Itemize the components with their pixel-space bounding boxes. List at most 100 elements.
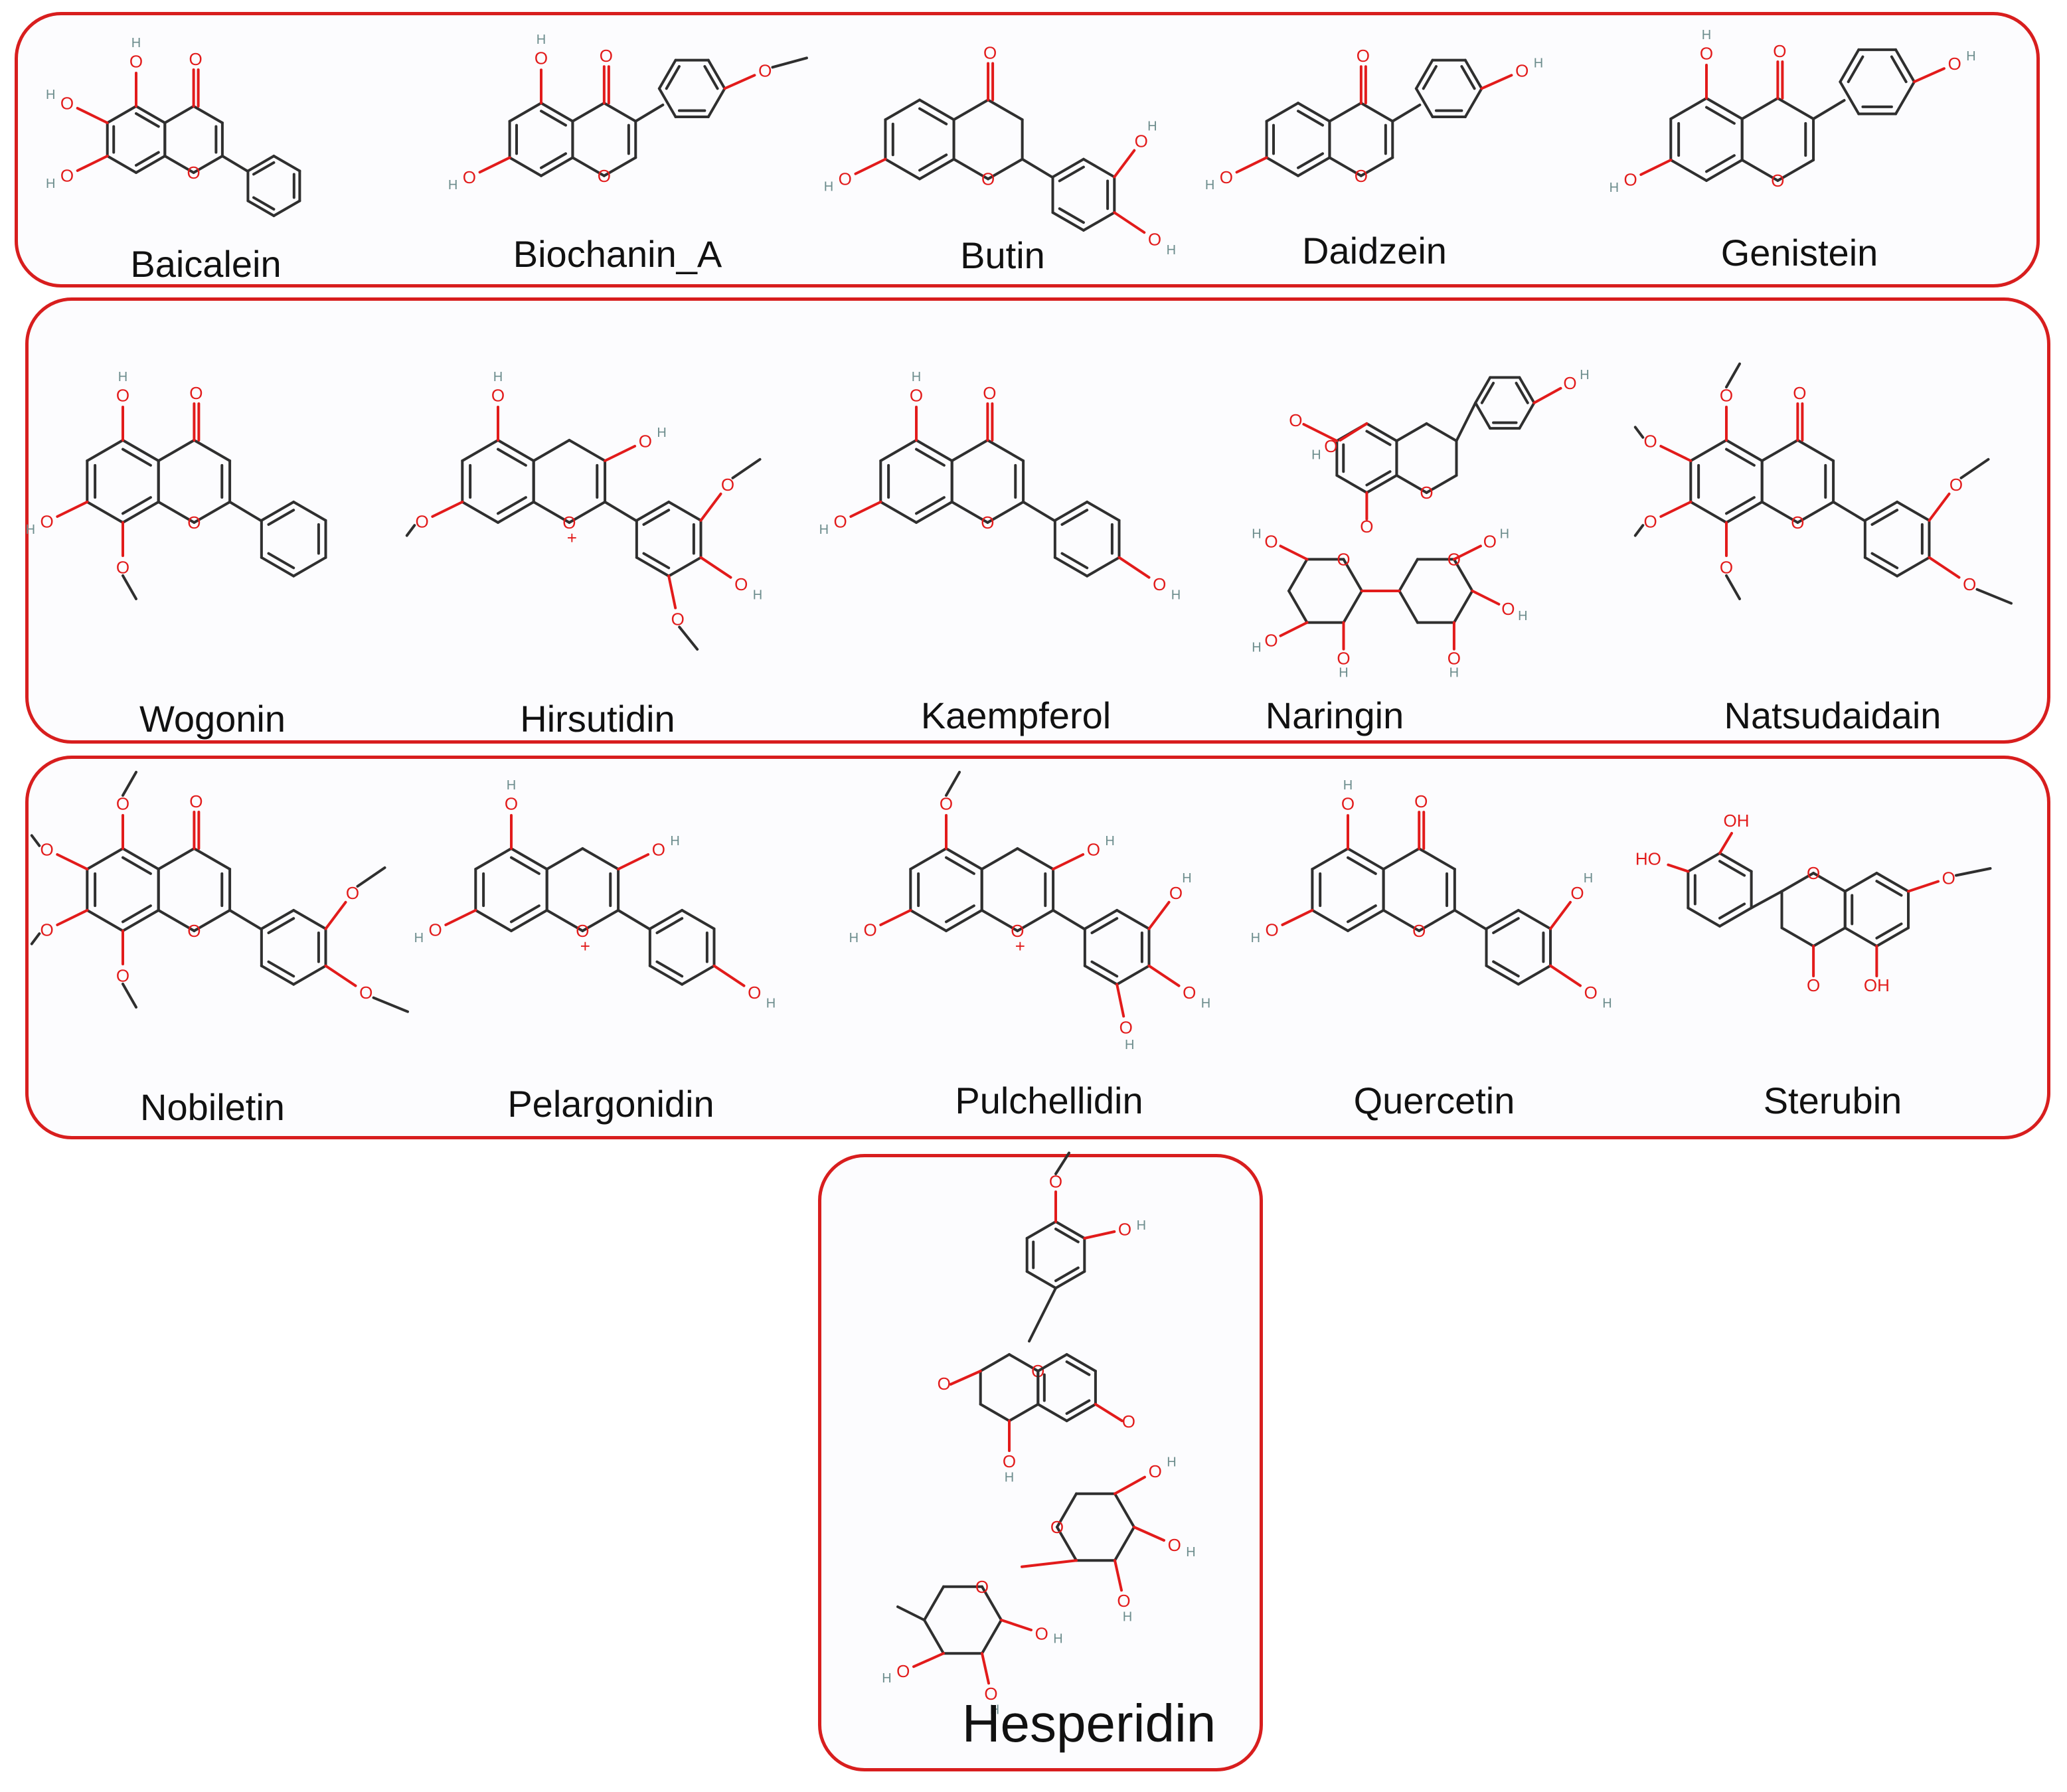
bond: [1054, 1151, 1070, 1175]
atom-label: +: [1015, 936, 1025, 956]
bond: [86, 847, 124, 870]
atom-label: O: [1148, 230, 1161, 250]
bond: [1894, 80, 1916, 116]
bond: [1485, 964, 1520, 986]
bond: [1147, 964, 1181, 987]
atom-label: O: [491, 386, 505, 406]
bond: [56, 853, 89, 870]
bond: [642, 552, 671, 570]
atom-label: O: [1412, 921, 1426, 941]
atom-label: O: [983, 42, 997, 62]
bond: [135, 155, 167, 174]
bond: [1776, 159, 1815, 182]
bond: [979, 1403, 1011, 1422]
bond: [1094, 1403, 1123, 1422]
bond: [1060, 509, 1089, 527]
group-2-frame: [25, 297, 2050, 744]
atom-label: O: [639, 431, 652, 451]
atom-label: H: [1449, 666, 1459, 681]
atom-label: O: [1360, 517, 1373, 536]
atom-label: H: [1186, 1545, 1195, 1560]
atom-label: O: [116, 794, 129, 814]
bond: [1022, 501, 1056, 522]
compound-name: Pulchellidin: [955, 1080, 1143, 1121]
bond: [1725, 574, 1741, 600]
bond: [267, 552, 295, 570]
bond: [1065, 1353, 1097, 1372]
atom-label: H: [1137, 1218, 1146, 1233]
atom-label: O: [1793, 383, 1806, 403]
bond: [950, 501, 989, 524]
atom-label: O: [1119, 1017, 1133, 1037]
bond: [667, 556, 703, 578]
bond: [532, 501, 571, 524]
bond: [635, 556, 671, 578]
bond: [1090, 917, 1119, 935]
bond: [1235, 156, 1268, 174]
bond: [1455, 401, 1477, 442]
atom-label: O: [833, 512, 847, 532]
bond: [568, 439, 607, 462]
bond: [292, 964, 327, 986]
bond: [497, 439, 535, 462]
bond: [923, 1619, 945, 1655]
atom-label: O: [116, 386, 129, 406]
bond: [86, 909, 124, 932]
bond: [135, 105, 167, 124]
atom-label: O: [1807, 863, 1820, 883]
bond: [1051, 211, 1085, 232]
bond: [540, 110, 567, 127]
bond: [731, 457, 762, 479]
bond: [1328, 156, 1363, 177]
bond: [1839, 80, 1860, 116]
compound-name: Pelargonidin: [507, 1083, 714, 1125]
bond: [1725, 439, 1764, 462]
bond: [642, 509, 671, 527]
bond: [192, 155, 224, 174]
bond: [1863, 556, 1899, 578]
bond: [497, 496, 527, 515]
bond: [1870, 509, 1899, 527]
compound-name: Butin: [960, 234, 1045, 276]
bond: [1287, 558, 1309, 592]
bond: [1279, 544, 1309, 561]
bond: [1008, 1353, 1040, 1372]
compound-name: Hesperidin: [961, 1694, 1216, 1753]
atom-label: O: [129, 52, 143, 72]
bond: [1460, 65, 1476, 90]
bond: [193, 501, 232, 524]
atom-label: O: [1117, 1591, 1130, 1611]
bond: [1065, 1403, 1097, 1422]
bond: [1425, 422, 1458, 442]
bond: [135, 151, 160, 167]
bond: [1422, 65, 1438, 90]
group-1-frame: [15, 12, 2040, 287]
bond: [706, 58, 726, 90]
atom-label: O: [1035, 1623, 1048, 1643]
atom-label: O: [1447, 649, 1461, 669]
bond: [1328, 102, 1363, 123]
atom-label: O: [1949, 475, 1963, 495]
atom-label: O: [60, 93, 74, 113]
bond: [1890, 55, 1908, 84]
bond: [1812, 99, 1846, 120]
atom-label: H: [1610, 181, 1619, 195]
bond: [324, 964, 357, 987]
bond: [1843, 926, 1878, 947]
bond: [461, 501, 499, 524]
atom-label: O: [187, 513, 201, 532]
bond: [648, 909, 684, 930]
atom-label: O: [1135, 131, 1148, 151]
bond: [1517, 908, 1552, 930]
atom-label: O: [1011, 921, 1024, 941]
bond: [1025, 1220, 1057, 1240]
atom-label: O: [1264, 531, 1278, 551]
bond: [1053, 501, 1089, 522]
bond: [879, 909, 912, 926]
